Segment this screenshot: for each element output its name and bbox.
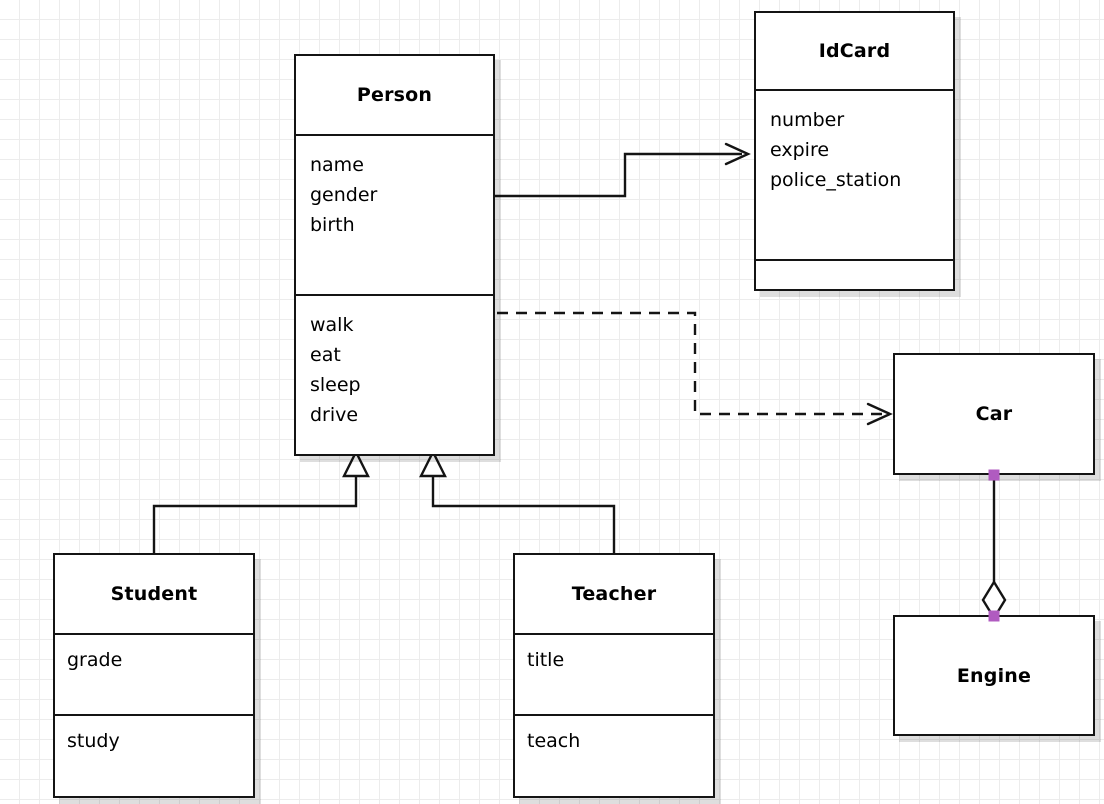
uml-class-engine[interactable]: Engine bbox=[893, 615, 1095, 736]
uml-class-car[interactable]: Car bbox=[893, 353, 1095, 475]
attribute-item: grade bbox=[67, 649, 123, 671]
attribute-item: birth bbox=[310, 214, 355, 236]
class-title-car: Car bbox=[895, 355, 1093, 473]
open-arrowhead-icon bbox=[724, 142, 751, 166]
class-name-label: IdCard bbox=[818, 40, 891, 62]
attributes-compartment-student: grade bbox=[55, 633, 253, 714]
edge-student-person[interactable] bbox=[152, 449, 370, 553]
edge-person-car[interactable] bbox=[497, 311, 893, 426]
class-title-teacher: Teacher bbox=[515, 555, 713, 633]
open-arrowhead-icon bbox=[866, 402, 893, 426]
class-name-label: Engine bbox=[956, 664, 1032, 687]
edge-handle-engine-end[interactable] bbox=[988, 610, 1000, 622]
edge-person-idcard[interactable] bbox=[495, 142, 751, 198]
uml-class-idcard[interactable]: IdCard number expire police_station bbox=[754, 11, 955, 291]
edge-car-engine[interactable] bbox=[981, 475, 1007, 621]
class-name-label: Car bbox=[975, 403, 1013, 425]
method-item: walk bbox=[310, 314, 354, 336]
class-name-label: Student bbox=[110, 583, 198, 605]
attributes-compartment-person: name gender birth bbox=[296, 134, 493, 294]
edge-handle-car-end[interactable] bbox=[988, 469, 1000, 481]
method-item: eat bbox=[310, 344, 341, 366]
uml-class-student[interactable]: Student grade study bbox=[53, 553, 255, 798]
methods-compartment-student: study bbox=[55, 714, 253, 796]
uml-class-person[interactable]: Person name gender birth walk eat sleep … bbox=[294, 54, 495, 456]
class-name-label: Teacher bbox=[571, 583, 657, 605]
edge-teacher-person[interactable] bbox=[419, 449, 616, 553]
attribute-item: number bbox=[770, 109, 845, 131]
method-item: study bbox=[67, 730, 120, 752]
attributes-compartment-teacher: title bbox=[515, 633, 713, 714]
class-name-label: Person bbox=[356, 84, 433, 106]
attribute-item: name bbox=[310, 154, 364, 176]
attribute-item: gender bbox=[310, 184, 378, 206]
method-item: teach bbox=[527, 730, 581, 752]
class-title-idcard: IdCard bbox=[756, 13, 953, 89]
attributes-compartment-idcard: number expire police_station bbox=[756, 89, 953, 259]
class-title-student: Student bbox=[55, 555, 253, 633]
attribute-item: police_station bbox=[770, 169, 902, 191]
methods-compartment-idcard bbox=[756, 259, 953, 289]
method-item: drive bbox=[310, 404, 359, 426]
methods-compartment-person: walk eat sleep drive bbox=[296, 294, 493, 454]
uml-class-teacher[interactable]: Teacher title teach bbox=[513, 553, 715, 798]
methods-compartment-teacher: teach bbox=[515, 714, 713, 796]
class-title-engine: Engine bbox=[895, 617, 1093, 734]
attribute-item: title bbox=[527, 649, 565, 671]
attribute-item: expire bbox=[770, 139, 830, 161]
class-title-person: Person bbox=[296, 56, 493, 134]
method-item: sleep bbox=[310, 374, 361, 396]
